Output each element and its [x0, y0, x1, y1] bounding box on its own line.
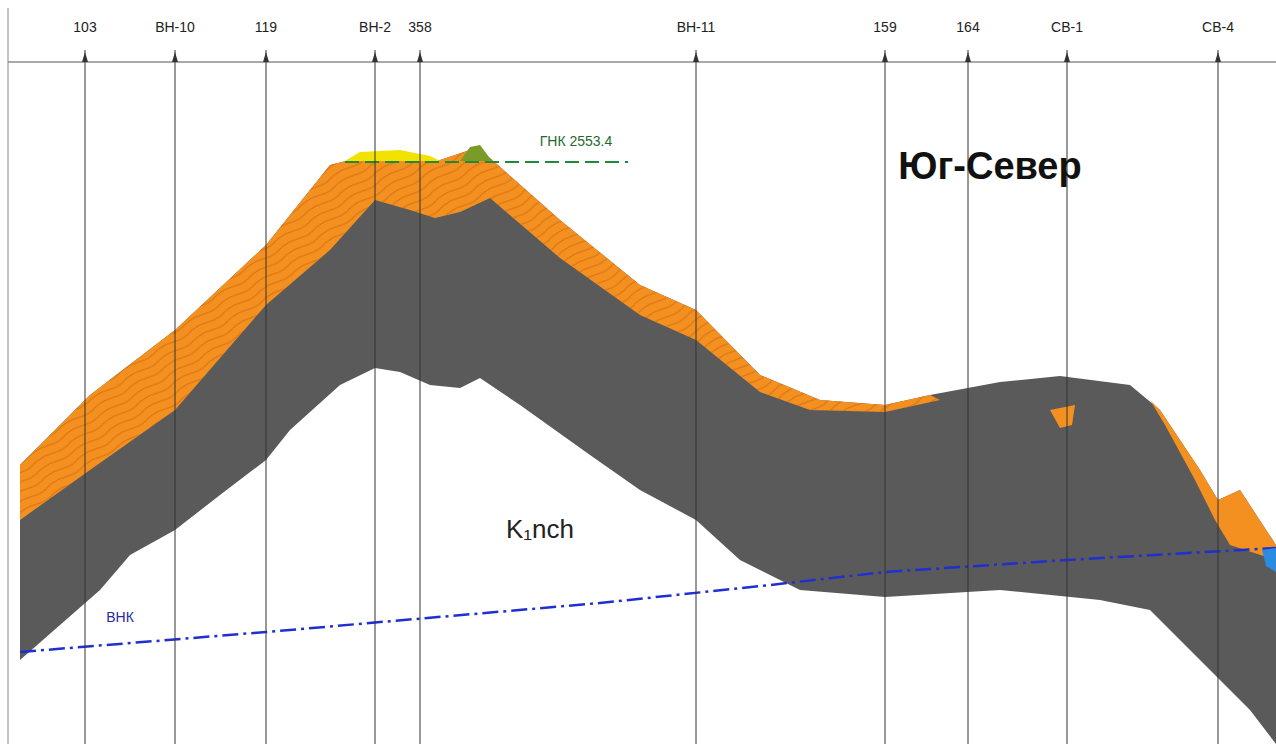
section-title: Юг-Север [896, 146, 1083, 188]
well-marker [965, 52, 971, 62]
gas-cap [345, 150, 440, 161]
well-marker [1215, 52, 1221, 62]
section-label: 358 [406, 20, 433, 35]
section-label: ВН-10 [153, 20, 197, 35]
section-label: K₁nch [504, 515, 576, 544]
gas-water-contact [345, 161, 628, 163]
shale-layer [20, 150, 1276, 744]
well-line [375, 50, 376, 744]
frame-line [8, 62, 1276, 63]
section-label: ГНК 2553.4 [538, 134, 615, 149]
well-marker [1064, 52, 1070, 62]
well-line [696, 50, 697, 744]
reservoir-layer [1150, 400, 1276, 560]
well-line [175, 50, 176, 744]
section-label: ВН-2 [357, 20, 393, 35]
well-line [420, 50, 421, 744]
well-marker [263, 52, 269, 62]
section-label: ВН-11 [675, 20, 718, 35]
well-line [266, 50, 267, 744]
reservoir-texture [20, 150, 940, 520]
section-label: 103 [71, 20, 98, 35]
well-line [1218, 50, 1219, 744]
well-marker [372, 52, 378, 62]
section-label: 159 [871, 20, 898, 35]
reservoir-layer [20, 150, 940, 520]
well-marker [82, 52, 88, 62]
oil-water-contact [20, 548, 1276, 652]
well-marker [693, 52, 699, 62]
well-marker [417, 52, 423, 62]
frame-line [8, 8, 9, 744]
section-label: СВ-4 [1200, 20, 1236, 35]
well-line [85, 50, 86, 744]
well-marker [882, 52, 888, 62]
well-marker [172, 52, 178, 62]
well-line [885, 50, 886, 744]
section-label: 119 [253, 20, 279, 35]
section-label: СВ-1 [1049, 20, 1085, 35]
gas-cap [460, 145, 492, 161]
reservoir-patch [1050, 405, 1075, 428]
water-patch [1262, 548, 1276, 572]
section-label: 164 [954, 20, 981, 35]
section-label: ВНК [104, 610, 136, 625]
